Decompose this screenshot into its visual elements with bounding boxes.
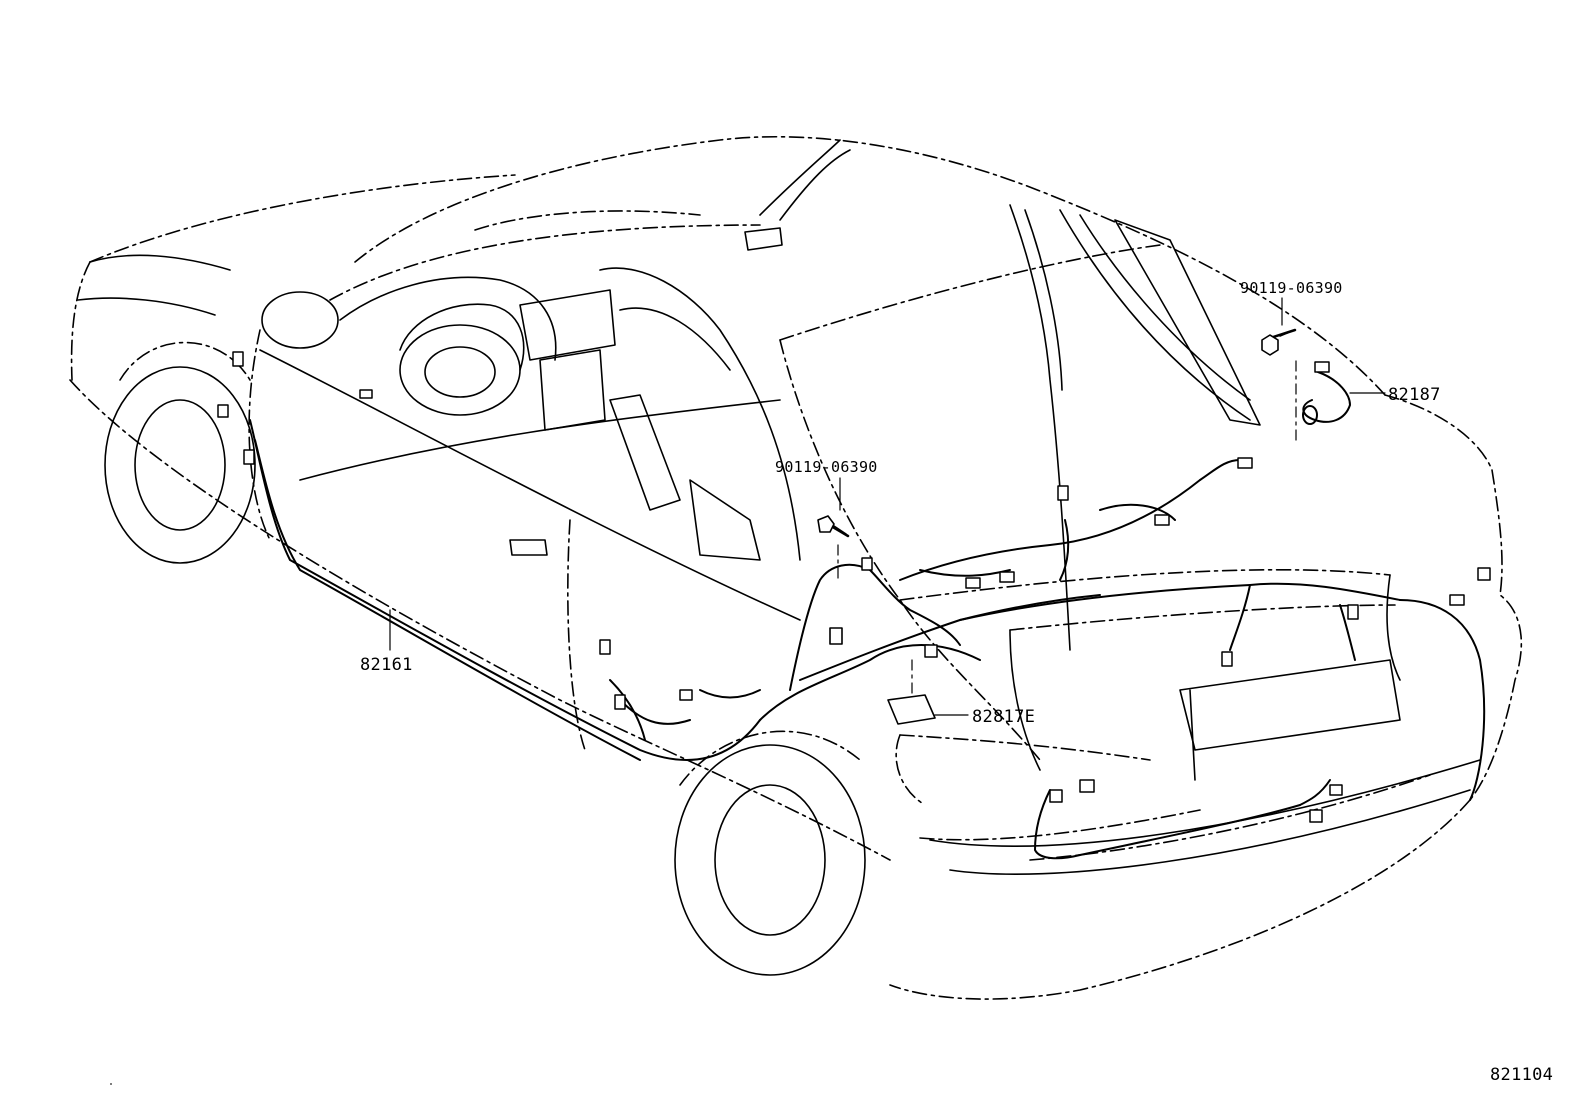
connector-icon [1057,485,1069,501]
rear-harness-wire [609,459,1486,860]
harness-82161-wire [249,419,981,761]
figure-number: 821104 [1490,1065,1553,1085]
connector-icon [614,694,626,710]
label-sticker-icon [887,694,936,725]
connector-icon [359,389,373,399]
connector-icon [1221,651,1233,667]
connector-icon [1049,789,1063,803]
connector-icon [1079,779,1095,793]
part-label-82187: 82187 [1388,385,1441,405]
connector-icon [243,449,255,465]
car-solid-lines [77,139,1481,976]
harness-82187-wire [1302,371,1351,425]
connector-icon [1309,809,1323,823]
connector-icon [232,351,244,367]
connector-icon [1449,594,1465,606]
connectors [217,351,1491,823]
connector-icon [1154,514,1170,526]
connector-icon [965,577,981,589]
connector-icon [599,639,611,655]
leader-lines [389,297,1386,716]
part-label-bolt-middle: 90119-06390 [775,458,878,476]
connector-icon [1314,361,1330,373]
car-body-outline [69,136,1523,1000]
connector-icon [861,557,873,571]
part-label-82817e: 82817E [972,707,1035,727]
connector-icon [217,404,229,418]
bolt-icon [833,525,847,535]
connector-icon [1329,784,1343,796]
bolt-middle [817,515,850,538]
connector-icon [679,689,693,701]
part-label-82161: 82161 [360,655,413,675]
bolt-icon [1279,330,1293,337]
part-label-bolt-upper: 90119-06390 [1240,279,1343,297]
connector-icon [924,644,938,658]
bolt-upper [1261,328,1297,356]
clamp-icon [829,627,843,645]
stray-mark [110,1083,112,1085]
connector-icon [1477,567,1491,581]
connector-icon [1237,457,1253,469]
connector-icon [999,571,1015,583]
connector-icon [1347,604,1359,620]
